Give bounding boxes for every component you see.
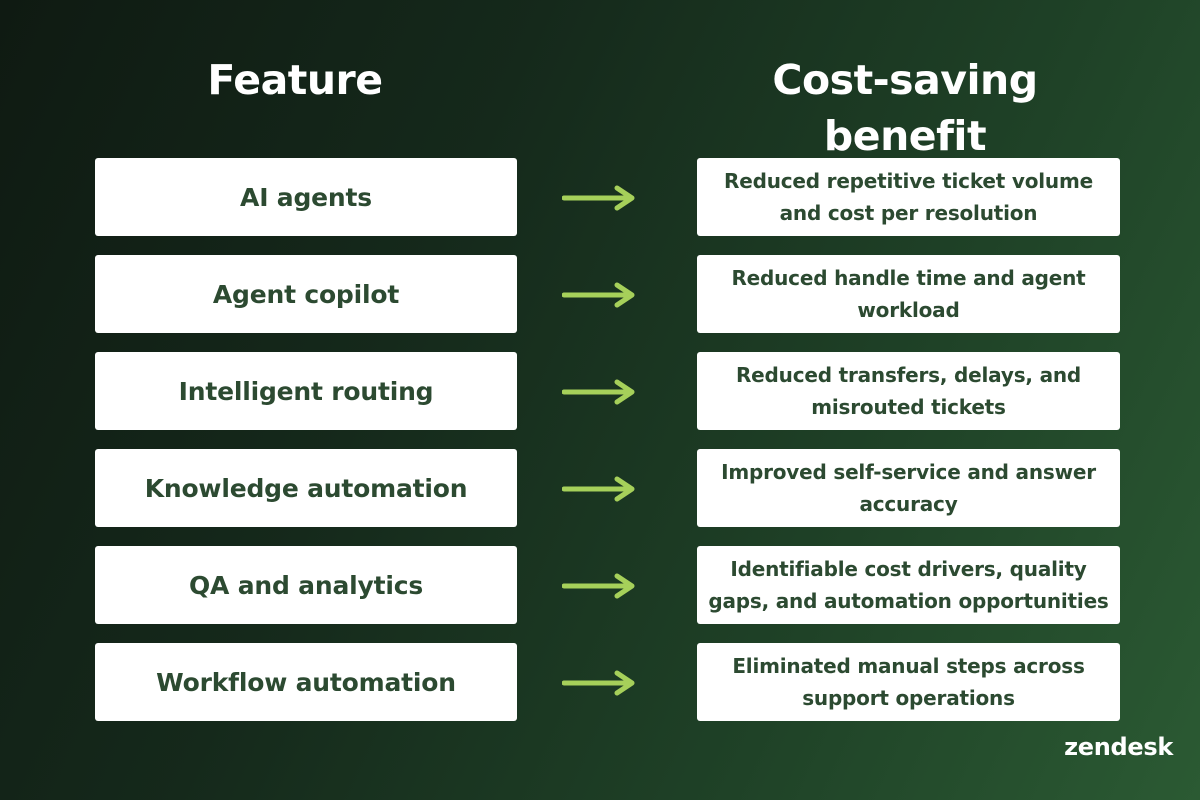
feature-box: Intelligent routing [95,352,517,430]
benefit-box: Reduced repetitive ticket volume and cos… [697,158,1120,236]
feature-column-heading: Feature [207,56,383,104]
arrow-right-icon [562,670,635,696]
arrow-right-icon [562,476,635,502]
arrow-right-icon [562,185,635,211]
benefit-box: Reduced handle time and agent workload [697,255,1120,333]
benefit-box: Reduced transfers, delays, and misrouted… [697,352,1120,430]
feature-benefit-row: Knowledge automation Improved self-servi… [0,449,1200,527]
feature-box: Knowledge automation [95,449,517,527]
feature-box: Agent copilot [95,255,517,333]
benefit-column-heading: Cost-saving benefit [772,56,1038,160]
feature-benefit-row: Agent copilot Reduced handle time and ag… [0,255,1200,333]
benefit-box: Improved self-service and answer accurac… [697,449,1120,527]
feature-box: AI agents [95,158,517,236]
feature-benefit-row: Intelligent routing Reduced transfers, d… [0,352,1200,430]
feature-box: QA and analytics [95,546,517,624]
benefit-box: Identifiable cost drivers, quality gaps,… [697,546,1120,624]
feature-box: Workflow automation [95,643,517,721]
feature-benefit-row: Workflow automation Eliminated manual st… [0,643,1200,721]
arrow-right-icon [562,573,635,599]
zendesk-logo: zendesk [1064,733,1173,761]
arrow-right-icon [562,379,635,405]
arrow-right-icon [562,282,635,308]
feature-benefit-row: AI agents Reduced repetitive ticket volu… [0,158,1200,236]
benefit-box: Eliminated manual steps across support o… [697,643,1120,721]
feature-benefit-row: QA and analytics Identifiable cost drive… [0,546,1200,624]
